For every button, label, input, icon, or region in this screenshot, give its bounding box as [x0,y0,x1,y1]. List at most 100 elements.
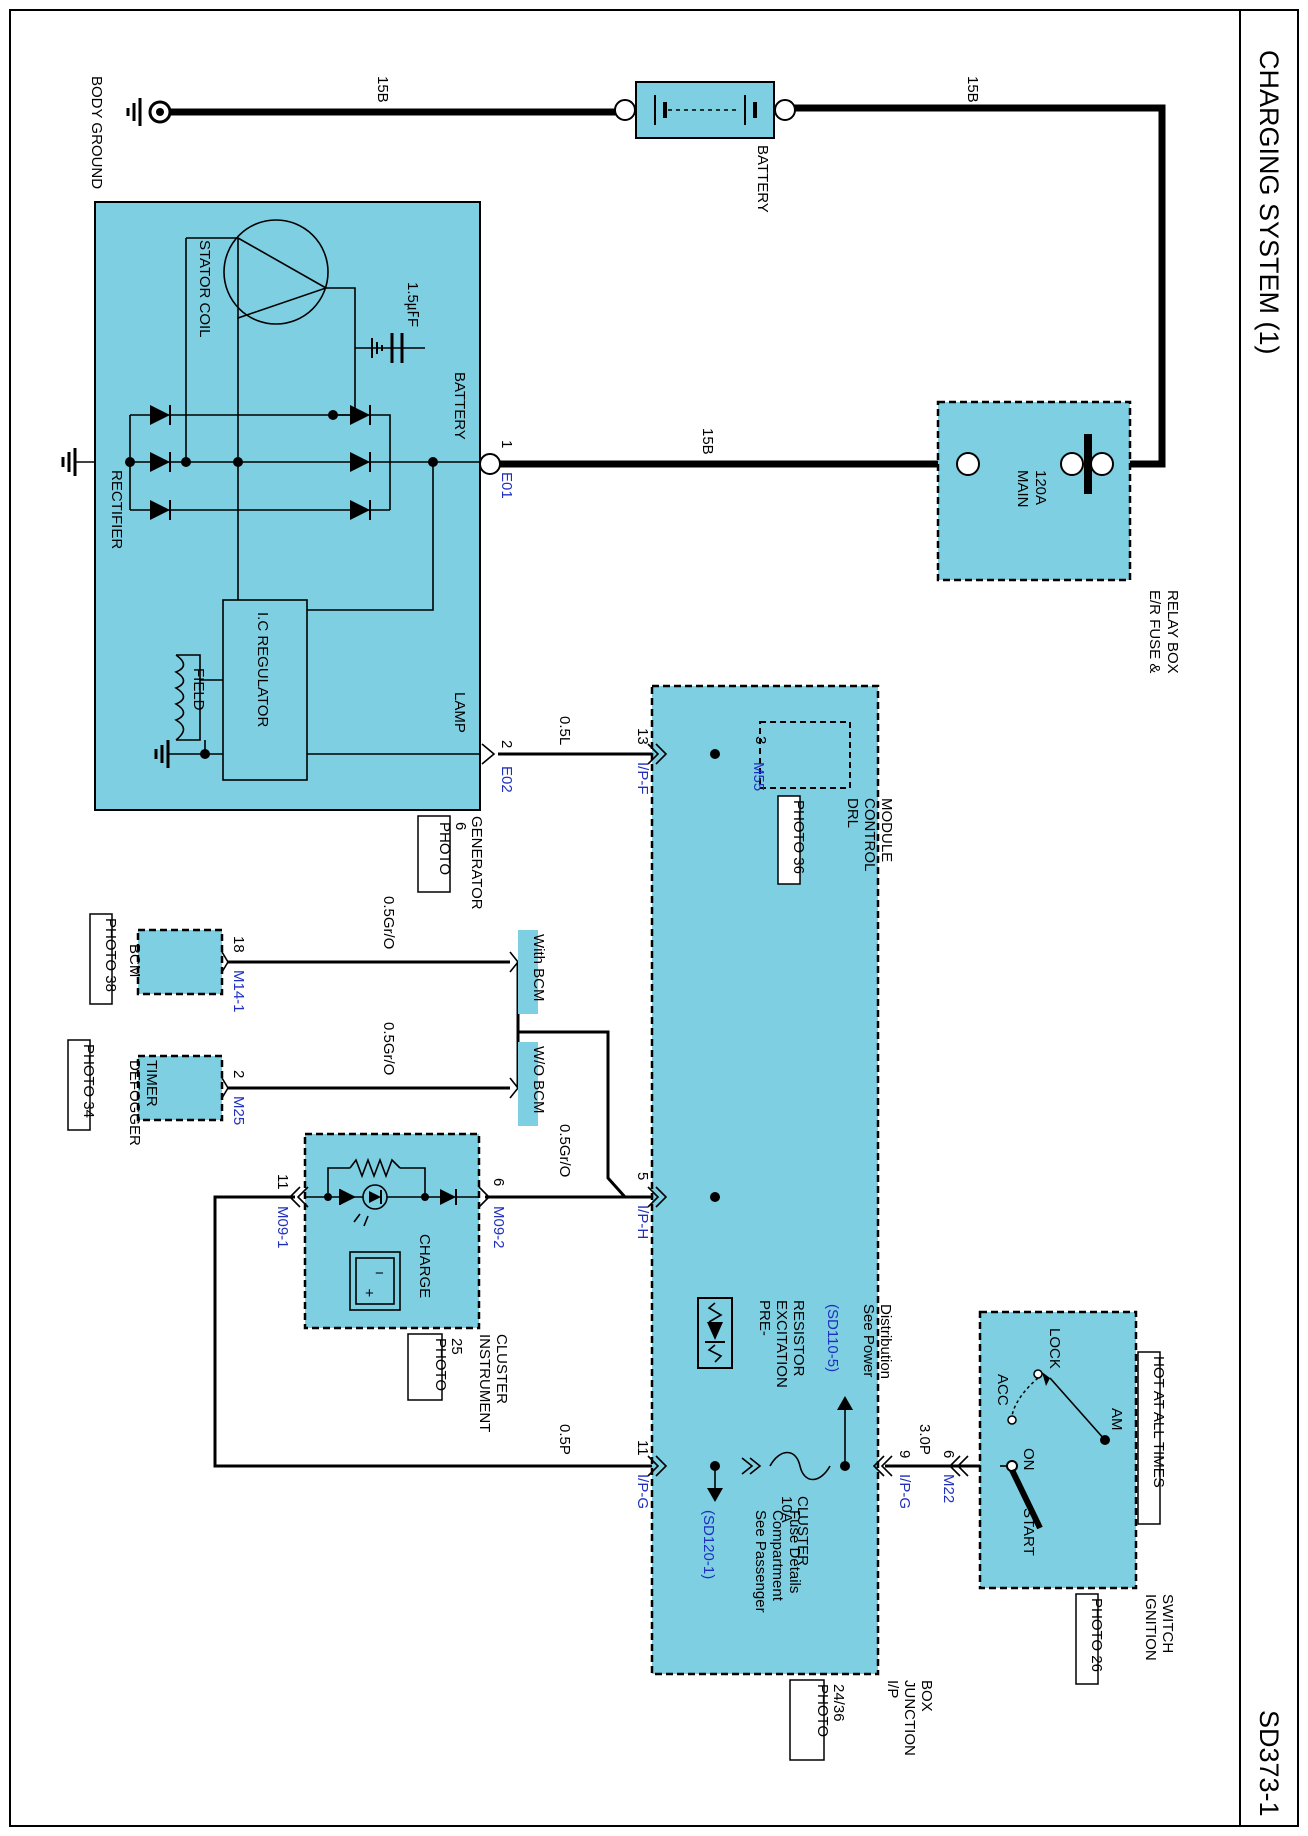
ip-junction-dot-c [840,1461,850,1471]
ip-junction-box [650,684,880,1676]
wire-label-05p: 0.5P [556,1424,573,1455]
lamp-terminal-label: LAMP [451,692,468,733]
hot-at-all-times-tag: HOT AT ALL TIMES [1137,1351,1167,1525]
wire-05p [213,1195,655,1468]
defogger-label: DEFOGGERTIMER [126,1060,160,1146]
connector-ipg-9: I/P-G [896,1474,913,1509]
pin-m25: 2 [230,1070,247,1078]
cluster-diode-b [440,1189,457,1205]
connector-ipg-11: I/P-G [634,1474,651,1509]
connector-m22: M22 [940,1474,957,1503]
svg-text:PHOTO 38: PHOTO 38 [102,918,119,992]
bcm-box [136,928,224,996]
battery-label: BATTERY [754,145,771,213]
svg-text:PHOTO 34: PHOTO 34 [80,1044,97,1118]
ip-junction-dot-b [710,1192,720,1202]
cluster-fuse-label: CLUSTER10A [778,1496,811,1566]
see-power-ref: (SD110-5) [824,1304,841,1372]
switch-lock-label: LOCK [1046,1328,1063,1369]
instrument-cluster-box [303,1132,481,1330]
iph-connector-symbol [647,1186,668,1208]
wire-label-15b-c: 15B [699,428,716,455]
defogger-photo-tag: PHOTO 34 [67,1039,97,1131]
ipf-connector-symbol [647,743,668,765]
cluster-dot-b [421,1193,429,1201]
cluster-fuse-symbol [769,1451,831,1481]
page-title: CHARGING SYSTEM (1) [1254,50,1284,355]
pin-ipg11: 11 [634,1440,651,1456]
ipg9-connector-symbol [872,1455,893,1477]
resistor-label: PRE-EXCITATIONRESISTOR [756,1300,807,1388]
page-frame [9,9,1299,1827]
ic-regulator-label: I.C REGULATOR [254,612,271,727]
wire-label-05gro-a: 0.5Gr/O [380,896,397,949]
ip-junction-dot-a [710,749,720,759]
er-fuse-relay-box [936,400,1132,582]
svg-text:PHOTO24/36: PHOTO24/36 [814,1684,847,1737]
ip-junction-photo-tag: PHOTO24/36 [789,1679,847,1761]
connector-iph: I/P-H [634,1205,651,1239]
svg-text:−: − [375,1265,384,1282]
capacitor-label: 1.5㎌F [404,282,421,327]
see-passenger-label: See PassengerCompartmentFuse Details [752,1510,803,1613]
battery-warning-icon: − + [349,1251,401,1311]
wire-label-15b-b: 15B [964,76,981,103]
connector-m55: M55 [750,762,767,791]
ip-junction-label: I/PJUNCTIONBOX [884,1680,935,1756]
wire-label-05gro-c: 0.5Gr/O [556,1124,573,1177]
drl-control-module [759,721,851,789]
stator-coil-label: STATOR COIL [196,240,213,338]
see-passenger-ref: (SD120-1) [700,1510,717,1579]
generator-box [61,201,498,811]
cluster-photo-tag: PHOTO25 [407,1333,465,1401]
wire-label-30p: 3.0P [916,1424,933,1455]
charge-lamp-icon [353,1184,388,1227]
see-power-label: See PowerDistribution [860,1304,894,1379]
pin-iph: 5 [634,1172,651,1180]
pin-m09-1: 11 [274,1174,291,1190]
ignition-photo-tag: PHOTO 26 [1075,1593,1105,1685]
pin-e02: 2 [498,740,515,748]
connector-m25: M25 [230,1096,247,1125]
pre-excitation-resistor [697,1297,733,1369]
wire-15b-battery-fuse [785,104,1166,468]
connector-m09-2: M09-2 [490,1206,507,1249]
wo-bcm-tag: W/O BCM [518,1042,547,1126]
cluster-diode-a [339,1189,356,1205]
svg-text:W/O BCM: W/O BCM [530,1046,547,1114]
ignition-switch-box [978,1310,1138,1590]
cluster-resistor-loop [327,1157,426,1197]
switch-on-label: ON [1020,1448,1037,1471]
svg-text:PHOTO 26: PHOTO 26 [1088,1598,1105,1672]
svg-text:PHOTO6: PHOTO6 [436,822,469,875]
defogger-timer-box [136,1054,224,1122]
m09-1-connector-symbol [288,1186,309,1208]
connector-ipf: I/P-F [634,762,651,795]
generator-photo-tag: PHOTO6 [417,815,469,893]
generator-label: GENERATOR [468,816,485,910]
connector-m09-1: M09-1 [274,1206,291,1249]
body-ground-label: BODY GROUND [88,76,105,189]
m14-connector-symbol [221,951,229,973]
er-fuse-box-label: E/R FUSE &RELAY BOX [1146,590,1181,674]
with-bcm-tag: With BCM [518,930,547,1014]
e01-terminal [479,453,501,475]
wire-label-15b-a: 15B [374,76,391,103]
m09-2-connector-symbol [478,1186,491,1208]
switch-am-label: AM [1108,1408,1125,1431]
ipg11-connector-symbol [647,1455,668,1477]
ignition-switch-label: IGNITIONSWITCH [1142,1594,1176,1661]
m22-connector-symbol [948,1455,969,1477]
body-ground-symbol [126,98,172,126]
cluster-label: INSTRUMENTCLUSTER [476,1334,510,1432]
ignition-switch-symbol [1000,1369,1110,1530]
pin-m22: 6 [940,1450,957,1458]
wire-05gro-selector [518,1030,655,1199]
svg-text:+: + [365,1285,374,1302]
pin-m55: 3 [752,736,769,744]
cluster-fuse-caps [741,1457,762,1475]
page-code: SD373-1 [1254,1710,1284,1817]
cluster-dot-a [324,1193,332,1201]
svg-text:With BCM: With BCM [530,934,547,1002]
rectifier-label: RECTIFIER [108,470,125,549]
